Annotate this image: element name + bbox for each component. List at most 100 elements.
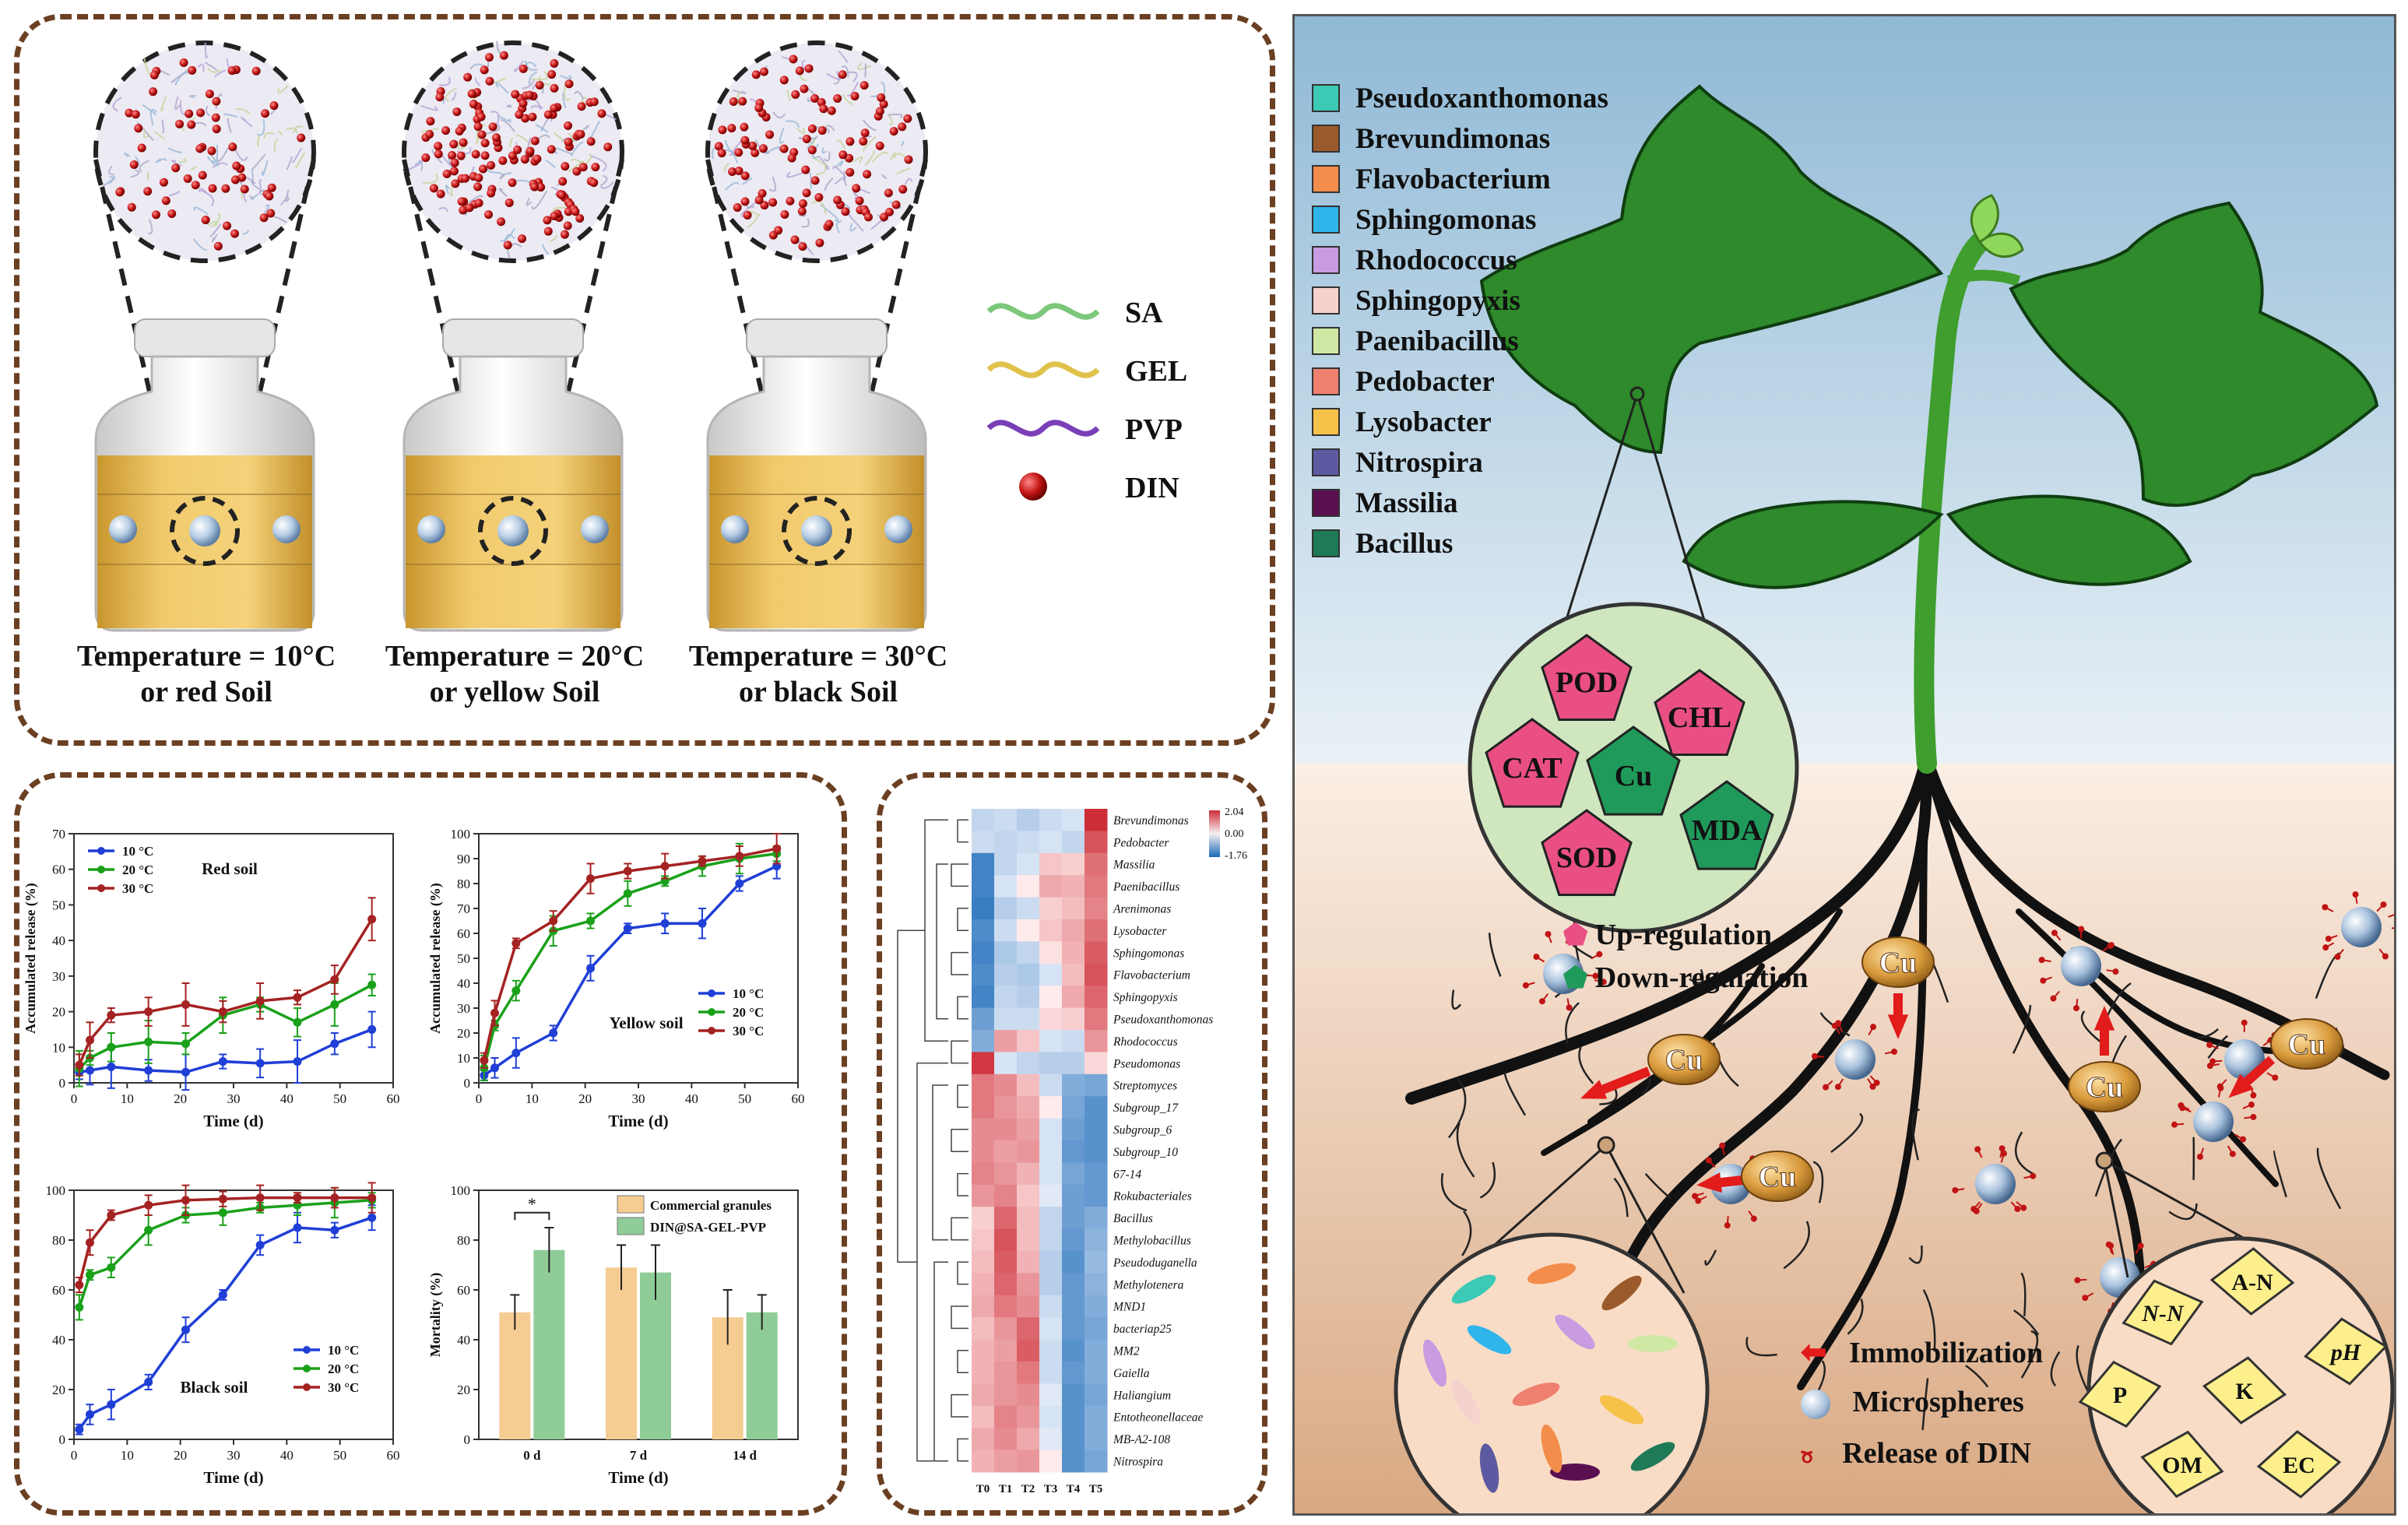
- heat-cell: [972, 1295, 995, 1318]
- y-axis-label: Accumulated release (%): [427, 883, 444, 1034]
- row-label: Bacillus: [1113, 1212, 1153, 1225]
- heat-cell: [994, 963, 1018, 986]
- y-tick-label: 0: [464, 1076, 471, 1091]
- cu-ion: [2068, 1061, 2141, 1112]
- din-particle: [232, 161, 241, 170]
- row-label: Pseudoxanthomonas: [1113, 1013, 1213, 1026]
- heat-cell: [1062, 1317, 1085, 1341]
- microsphere: [721, 515, 749, 543]
- din-particle: [185, 109, 194, 118]
- bacteria-swatch: [1312, 367, 1340, 395]
- heat-cell: [994, 1273, 1018, 1296]
- bacteria-name: Pedobacter: [1355, 365, 1495, 398]
- heat-cell: [1062, 1273, 1085, 1296]
- din-particle: [167, 209, 177, 218]
- heat-cell: [1039, 963, 1063, 986]
- din-particle: [838, 150, 848, 160]
- din-particle: [530, 136, 540, 146]
- din-particle: [471, 149, 480, 159]
- legend-label: 30 °C: [733, 1024, 764, 1038]
- soil-property-label: EC: [2283, 1453, 2315, 1478]
- root: [1615, 757, 1932, 1284]
- bacteria-name: Flavobacterium: [1355, 163, 1551, 195]
- heat-cell: [1084, 1405, 1108, 1428]
- microbe: [1512, 1382, 1560, 1407]
- jar-condition-line2: or red Soil: [140, 676, 272, 708]
- din-particle: [800, 84, 809, 93]
- column-label: T1: [999, 1483, 1013, 1495]
- row-label: Sphingomonas: [1113, 947, 1184, 960]
- heat-cell: [1039, 1251, 1063, 1274]
- heat-cell: [1017, 1428, 1040, 1451]
- significance-mark: *: [528, 1194, 536, 1214]
- heat-cell: [1062, 941, 1085, 965]
- bacteria-legend-item: Flavobacterium: [1312, 160, 1551, 199]
- din-particle: [517, 234, 526, 244]
- data-point: [218, 1290, 227, 1299]
- din-particle: [789, 54, 798, 64]
- din-particle: [195, 144, 205, 153]
- soil-property-diamond: [2304, 1317, 2388, 1386]
- heat-cell: [1017, 1207, 1040, 1230]
- din-particle: [734, 148, 743, 157]
- heat-cell: [1039, 1449, 1063, 1473]
- din-particle: [560, 230, 569, 239]
- root: [1587, 908, 1843, 1125]
- row-label: Streptomyces: [1113, 1080, 1177, 1093]
- pvp-legend-label: PVP: [1125, 413, 1183, 446]
- cu-ion: [1741, 1151, 1814, 1202]
- microsphere: [1975, 1164, 2016, 1204]
- cu-ion: [1647, 1034, 1721, 1085]
- din-release-dot: [1600, 979, 1607, 986]
- microbe: [1555, 1314, 1595, 1350]
- upper-right-leaf: [2009, 201, 2379, 507]
- zoom-circle: [93, 40, 316, 263]
- microsphere: [272, 515, 301, 543]
- fine-root: [2273, 1150, 2287, 1198]
- din-particle: [578, 163, 588, 172]
- row-label: Brevundimonas: [1113, 814, 1189, 828]
- din-particle: [827, 106, 836, 115]
- data-point: [623, 866, 632, 876]
- microbe: [1451, 1379, 1481, 1425]
- microbe: [1422, 1339, 1447, 1387]
- heat-cell: [1039, 1228, 1063, 1252]
- data-point: [107, 1211, 116, 1220]
- data-point: [86, 1035, 94, 1045]
- fine-root: [1570, 935, 1593, 959]
- gel-legend-mark: [986, 361, 1100, 378]
- heat-cell: [1062, 1295, 1085, 1318]
- bacteria-legend-item: Lysobacter: [1312, 402, 1492, 441]
- data-point: [480, 1056, 489, 1065]
- heat-cell: [994, 1295, 1018, 1318]
- microbe: [1630, 1442, 1675, 1471]
- heat-cell: [994, 1118, 1018, 1141]
- din-particle: [477, 130, 487, 139]
- heat-cell: [994, 1140, 1018, 1163]
- din-particle: [845, 137, 855, 146]
- jar-condition-line1: Temperature = 10°C: [77, 640, 336, 673]
- series-line: [483, 852, 777, 1069]
- din-particle: [491, 133, 501, 142]
- zoom-target: [170, 496, 240, 566]
- heat-cell: [1084, 1030, 1108, 1052]
- din-particle: [564, 137, 573, 146]
- heat-cell: [1017, 1273, 1040, 1296]
- enzyme-label: CHL: [1668, 701, 1731, 734]
- din-particle: [577, 102, 586, 111]
- root: [2016, 908, 2279, 1187]
- series-line: [483, 865, 778, 1077]
- din-particle: [859, 81, 869, 90]
- din-particle: [833, 93, 842, 103]
- x-tick-label: 0: [476, 1091, 483, 1106]
- data-point: [107, 1263, 116, 1272]
- cu-label: Cu: [1879, 947, 1918, 979]
- fine-root: [1641, 1076, 1651, 1096]
- data-point: [511, 939, 521, 948]
- data-point: [549, 1028, 558, 1038]
- din-particle: [904, 155, 913, 164]
- y-tick-label: 30: [457, 1001, 470, 1016]
- heat-cell: [1062, 852, 1085, 876]
- din-particle: [795, 66, 804, 76]
- din-particle: [201, 216, 210, 225]
